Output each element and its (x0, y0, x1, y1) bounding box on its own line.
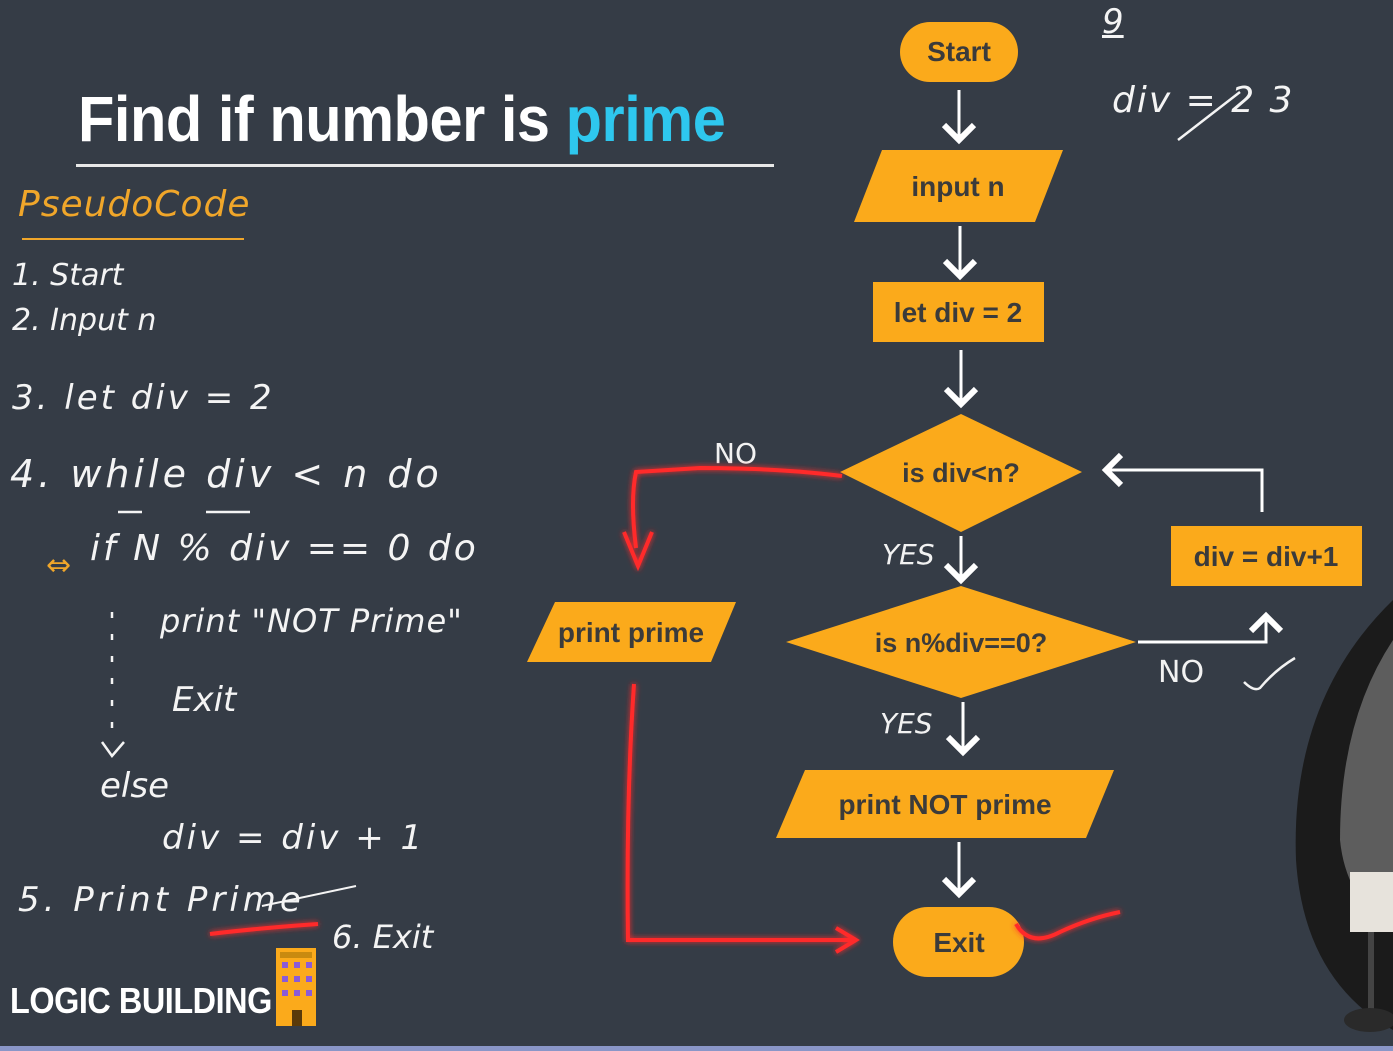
pseudocode-line-while: 4. while div < n do (10, 452, 443, 496)
start-label: Start (927, 36, 991, 67)
mod-decision-label: is n%div==0? (875, 628, 1048, 658)
side-note-strike (1177, 91, 1241, 141)
start-terminal (900, 22, 1018, 82)
red-no-path (631, 465, 843, 549)
prime-strike (261, 885, 357, 907)
bottom-strip (0, 1046, 1393, 1051)
loop-decision-label: is div<n? (902, 458, 1020, 488)
pseudocode-underline (22, 238, 244, 240)
pseudocode-line-init: 3. let div = 2 (12, 378, 275, 418)
exit-label: Exit (933, 927, 984, 958)
pseudocode-heading: PseudoCode (18, 184, 251, 225)
red-arrowhead-down (622, 531, 654, 572)
webcam-overlay (1295, 600, 1393, 1032)
yes-label-1: YES (882, 538, 935, 571)
print-prime-output (527, 602, 736, 662)
mod-decision (786, 586, 1136, 698)
exit-terminal (893, 907, 1024, 977)
title-highlight: prime (565, 83, 726, 155)
pseudocode-line-else: else (100, 766, 169, 806)
red-arrowhead-right (834, 926, 860, 954)
red-prime-underline (209, 922, 319, 936)
arrow-increment-loop (1101, 452, 1264, 512)
input-parallelogram (854, 150, 1063, 222)
arrow-mod-no (1138, 611, 1284, 644)
side-note-n-value: 9 (1102, 2, 1124, 42)
increment-label: div = div+1 (1194, 541, 1339, 572)
double-arrow-icon: ⇔ (46, 548, 72, 583)
init-label: let div = 2 (894, 297, 1022, 328)
red-prime-exit-path (625, 683, 852, 942)
no-label-2: NO (1158, 655, 1204, 690)
print-not-prime-output (776, 770, 1114, 838)
pseudocode-line-exit: Exit (172, 680, 237, 720)
pseudocode-line-final-exit: 6. Exit (332, 918, 434, 956)
pseudocode-line-increment: div = div + 1 (162, 818, 426, 858)
loop-decision (840, 414, 1082, 532)
pseudocode-line-start: 1. Start (12, 258, 124, 293)
chevron-down-icon (100, 741, 125, 759)
init-process (873, 282, 1044, 342)
building-logo-icon (276, 948, 316, 1026)
no-label-1: NO (714, 437, 757, 470)
check-mark-icon (1243, 656, 1296, 691)
pseudocode-line-print-prime: 5. Print Prime (18, 880, 305, 920)
title-main: Find if number is (78, 83, 566, 155)
side-note-div-trace: div = 2 3 (1112, 80, 1295, 121)
yes-label-2: YES (880, 707, 933, 740)
print-not-prime-label: print NOT prime (838, 789, 1051, 820)
title-underline (76, 164, 774, 167)
page-title: Find if number is prime (78, 82, 726, 156)
red-exit-tick (1014, 910, 1121, 941)
print-prime-label: print prime (558, 617, 704, 648)
pseudocode-line-if: if N % div == 0 do (90, 528, 479, 569)
red-annotation-arrows (209, 465, 1121, 954)
pseudocode-line-print-not-prime: print "NOT Prime" (160, 602, 463, 640)
input-label: input n (911, 171, 1004, 202)
brand-logo-text: LOGIC BUILDING (10, 980, 272, 1021)
pseudocode-line-input: 2. Input n (12, 303, 157, 338)
increment-process (1171, 526, 1362, 586)
